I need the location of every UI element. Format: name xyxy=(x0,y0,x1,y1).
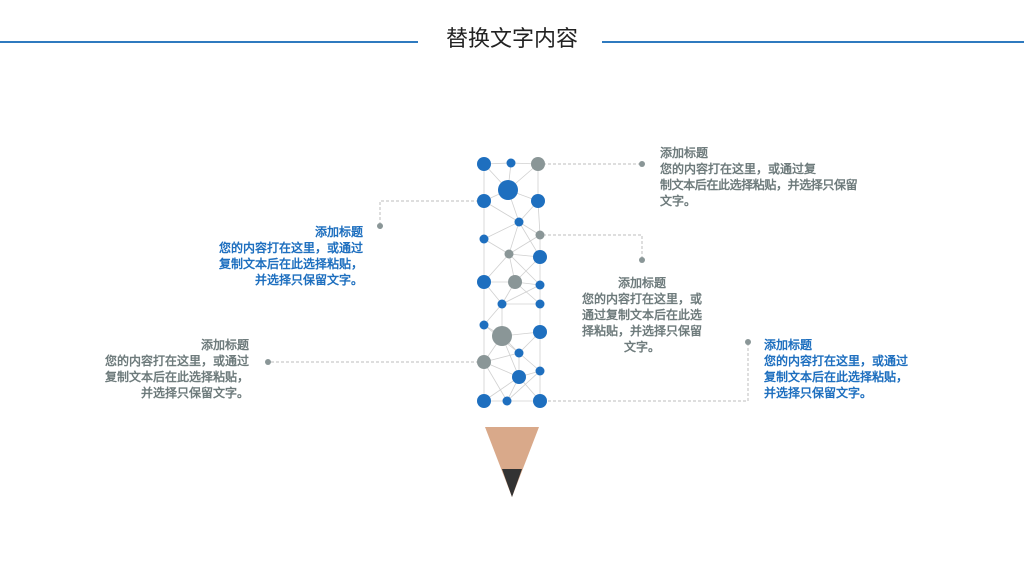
connector-bottom-right xyxy=(538,342,749,402)
endpoint-dot xyxy=(639,161,645,167)
callout-body-line: 通过复制文本后在此选 xyxy=(581,308,702,322)
network-node xyxy=(531,157,545,171)
callout-title: 添加标题 xyxy=(617,276,666,290)
callout-body-line: 并选择只保留文字。 xyxy=(764,386,873,400)
callout-body-line: 您的内容打在这里，或通过 xyxy=(218,241,363,255)
callout-body-line: 您的内容打在这里，或通过 xyxy=(764,354,909,368)
callout-body-line: 复制文本后在此选择粘贴， xyxy=(764,370,909,384)
network-edge xyxy=(508,234,541,255)
network-edge xyxy=(508,221,520,255)
network-node xyxy=(477,355,491,369)
connector-lines xyxy=(268,163,749,402)
network-node xyxy=(535,280,545,290)
network-node xyxy=(535,299,545,309)
connector-endpoints xyxy=(265,161,751,365)
title-rule-left xyxy=(0,41,418,43)
network-node xyxy=(477,157,491,171)
network-edge xyxy=(483,376,520,402)
title-rule-right xyxy=(602,41,1024,43)
callout-body-line: 复制文本后在此选择粘贴， xyxy=(104,370,249,384)
callout-top-right: 添加标题 您的内容打在这里，或通过复 制文本后在此选择粘贴，并选择只保留 文字。 xyxy=(660,145,880,209)
network-node xyxy=(497,299,507,309)
connector-middle xyxy=(538,234,643,260)
connector-left-upper xyxy=(379,200,484,226)
network-node xyxy=(533,394,547,408)
pencil-lead xyxy=(502,469,522,497)
callout-title: 添加标题 xyxy=(200,338,249,352)
callout-body-line: 制文本后在此选择粘贴，并选择只保留 xyxy=(660,178,858,192)
network-node xyxy=(535,366,545,376)
network-edge xyxy=(501,284,541,305)
network-node xyxy=(533,325,547,339)
network-node xyxy=(504,249,514,259)
endpoint-dot xyxy=(639,257,645,263)
callout-title: 添加标题 xyxy=(314,225,363,239)
pencil-tip xyxy=(485,427,539,497)
network-node xyxy=(535,230,545,240)
network-node xyxy=(498,180,518,200)
callout-body-line: 文字。 xyxy=(623,340,660,354)
endpoint-dot xyxy=(265,359,271,365)
callout-middle: 添加标题 您的内容打在这里，或 通过复制文本后在此选 择粘贴，并选择只保留 文字… xyxy=(567,275,717,355)
callout-body-line: 并选择只保留文字。 xyxy=(254,273,363,287)
callout-body-line: 文字。 xyxy=(660,194,697,208)
network-node xyxy=(531,194,545,208)
network-edge xyxy=(483,238,510,255)
network-node xyxy=(533,250,547,264)
callout-body-line: 并选择只保留文字。 xyxy=(140,386,249,400)
network-node xyxy=(508,275,522,289)
network-node xyxy=(512,370,526,384)
callout-title: 添加标题 xyxy=(764,338,813,352)
callout-body-line: 您的内容打在这里，或 xyxy=(581,292,702,306)
network-edge xyxy=(506,370,541,402)
network-nodes xyxy=(477,157,547,408)
network-node xyxy=(477,275,491,289)
callout-body-line: 您的内容打在这里，或通过 xyxy=(104,354,249,368)
callout-left-upper: 添加标题 您的内容打在这里，或通过 复制文本后在此选择粘贴， 并选择只保留文字。 xyxy=(180,224,363,288)
network-node xyxy=(506,158,516,168)
callout-body-line: 复制文本后在此选择粘贴， xyxy=(218,257,363,271)
callout-body-line: 您的内容打在这里，或通过复 xyxy=(660,162,817,176)
network-edge xyxy=(518,352,541,372)
callout-title: 添加标题 xyxy=(660,146,709,160)
network-node xyxy=(479,234,489,244)
network-node xyxy=(477,194,491,208)
network-node xyxy=(477,394,491,408)
endpoint-dot xyxy=(745,339,751,345)
page-title: 替换文字内容 xyxy=(445,27,578,52)
endpoint-dot xyxy=(377,223,383,229)
callout-bottom-right: 添加标题 您的内容打在这里，或通过 复制文本后在此选择粘贴， 并选择只保留文字。 xyxy=(764,337,954,401)
network-edge xyxy=(483,221,520,240)
network-node xyxy=(502,396,512,406)
network-node xyxy=(492,326,512,346)
pencil-wood xyxy=(485,427,539,497)
network-node xyxy=(479,320,489,330)
network-edge xyxy=(483,303,503,326)
callout-left-lower: 添加标题 您的内容打在这里，或通过 复制文本后在此选择粘贴， 并选择只保留文字。 xyxy=(66,337,249,401)
network-node xyxy=(514,348,524,358)
network-node xyxy=(514,217,524,227)
network-edge xyxy=(508,253,541,286)
network-edge xyxy=(483,361,508,402)
callout-body-line: 择粘贴，并选择只保留 xyxy=(581,324,702,338)
